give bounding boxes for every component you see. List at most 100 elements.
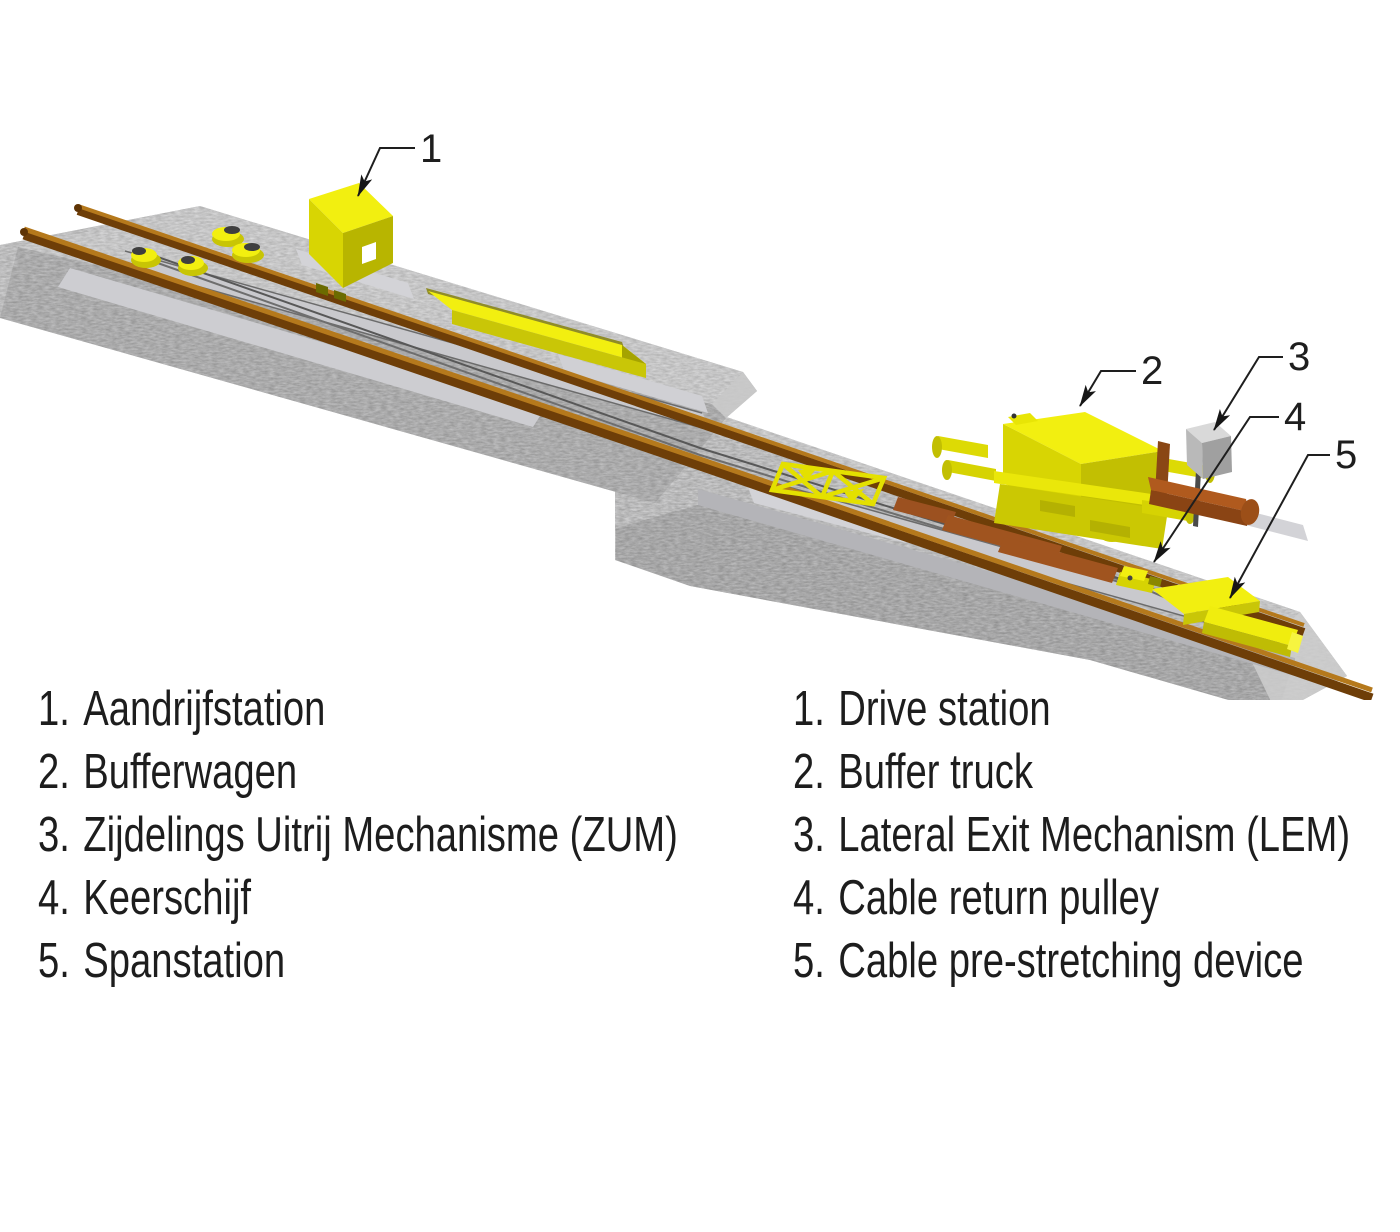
legend-item: 5.Spanstation	[38, 930, 678, 993]
legend-item: 5.Cable pre-stretching device	[793, 930, 1350, 993]
legend-item: 1.Aandrijfstation	[38, 678, 678, 741]
cover-strip	[426, 288, 646, 378]
far-rail-head	[77, 204, 1305, 627]
cable-return-pulley	[1116, 566, 1162, 593]
leader-line-4	[1153, 416, 1279, 563]
callout-label-1: 1	[420, 127, 442, 171]
legend-item: 4.Keerschijf	[38, 867, 678, 930]
buffer-cylinder-left	[948, 460, 996, 481]
callout-label-3: 3	[1288, 335, 1310, 379]
slab-end-bevel	[712, 372, 757, 418]
drive-station-notch	[362, 242, 376, 264]
near-curb-strip	[698, 489, 1295, 676]
return-pulley-sheave	[1127, 575, 1133, 581]
truck-base-flange	[994, 471, 1172, 509]
buffer-cylinder-right	[1142, 500, 1188, 521]
legend-item-label: Drive station	[838, 682, 1051, 736]
leader-line-2	[1079, 370, 1136, 407]
drive-station-foot	[316, 283, 328, 296]
prestretch-bar-front	[1202, 622, 1292, 657]
legend-item-number: 2.	[793, 745, 825, 799]
legend-item-number: 4.	[38, 871, 70, 925]
legend-item: 4.Cable return pulley	[793, 867, 1350, 930]
legend-item-number: 5.	[793, 934, 825, 988]
legend-item-label: Cable return pulley	[838, 871, 1160, 925]
buffer-cylinder-left	[938, 436, 988, 458]
beam-round-end	[1240, 499, 1260, 525]
leader-line-3	[1213, 356, 1283, 431]
legend-item-number: 1.	[793, 682, 825, 736]
legend-item-label: Lateral Exit Mechanism (LEM)	[838, 808, 1351, 862]
lem-box-left-face	[1186, 429, 1203, 479]
truck-roof-bolt	[1011, 413, 1017, 419]
rails	[20, 204, 1374, 700]
legend-item-label: Aandrijfstation	[83, 682, 326, 736]
legend-item-label: Cable pre-stretching device	[838, 934, 1304, 988]
drive-station-left-face	[309, 199, 343, 288]
return-pulley-top	[1120, 566, 1148, 581]
truss-gusset	[798, 467, 818, 481]
legend-item-label: Buffer truck	[838, 745, 1033, 799]
cover-strip-front	[452, 310, 646, 378]
truck-step	[1040, 500, 1075, 517]
truss-pad	[748, 487, 906, 543]
rail-end-cap	[74, 204, 82, 212]
legend-item-number: 1.	[38, 682, 70, 736]
prestretch-bar-top	[1204, 606, 1298, 646]
legend-item-number: 4.	[793, 871, 825, 925]
legend-item: 2.Buffer truck	[793, 741, 1350, 804]
legend-item-number: 3.	[793, 808, 825, 862]
legend-item: 3.Zijdelings Uitrij Mechanisme (ZUM)	[38, 804, 678, 867]
track-system-diagram: 1 2 3 4 5	[0, 127, 1374, 700]
leader-line-1	[357, 147, 415, 197]
near-rail-head	[23, 226, 1373, 693]
truss-diagonal	[771, 468, 834, 493]
prestretch-bar-end	[1287, 632, 1303, 653]
legend-dutch: 1.Aandrijfstation 2.Bufferwagen 3.Zijdel…	[38, 678, 678, 993]
truss-crossbar	[819, 470, 836, 498]
right-slab-decks	[698, 473, 1295, 676]
legend-item-number: 5.	[38, 934, 70, 988]
center-deck	[742, 474, 1280, 643]
legend-english: 1.Drive station 2.Buffer truck 3.Lateral…	[793, 678, 1350, 993]
drive-station	[309, 183, 393, 302]
legend-item-label: Keerschijf	[83, 871, 252, 925]
beam-front	[1149, 490, 1249, 526]
leader-line-5	[1229, 454, 1330, 599]
drive-station-top	[309, 183, 393, 233]
strip-pad	[558, 354, 708, 413]
left-slab-decks	[58, 249, 714, 432]
legend-item-label: Bufferwagen	[83, 745, 298, 799]
center-deck	[125, 251, 713, 431]
pulley	[178, 256, 208, 276]
slab-front-shade	[616, 505, 1290, 700]
pulley	[212, 226, 244, 247]
truss-frame	[768, 461, 888, 507]
callouts: 1 2 3 4 5	[357, 127, 1357, 599]
pulley	[131, 247, 161, 268]
buffer-truck	[893, 412, 1215, 583]
near-rail-web	[22, 230, 1374, 700]
pulley	[232, 243, 264, 263]
sleeper	[998, 537, 1118, 583]
near-walkway	[58, 268, 545, 427]
truck-step	[1090, 520, 1130, 538]
drive-station-foot	[334, 290, 346, 302]
buffer-plate	[942, 460, 952, 480]
legend-item-number: 3.	[38, 808, 70, 862]
callout-label-5: 5	[1335, 433, 1357, 477]
legend-item-label: Zijdelings Uitrij Mechanisme (ZUM)	[83, 808, 678, 862]
legend-item: 2.Bufferwagen	[38, 741, 678, 804]
legend-item-number: 2.	[38, 745, 70, 799]
legend-item: 3.Lateral Exit Mechanism (LEM)	[793, 804, 1350, 867]
callout-label-2: 2	[1141, 349, 1163, 393]
rail-end-cap	[20, 228, 28, 236]
truss-gusset	[844, 489, 864, 503]
lem-box-front-face	[1202, 436, 1232, 479]
truck-body-top	[1003, 412, 1163, 464]
legend-item: 1.Drive station	[793, 678, 1350, 741]
cable-pulleys-group	[131, 226, 264, 276]
sleeper	[893, 497, 956, 525]
cover-strip-top	[428, 291, 646, 364]
